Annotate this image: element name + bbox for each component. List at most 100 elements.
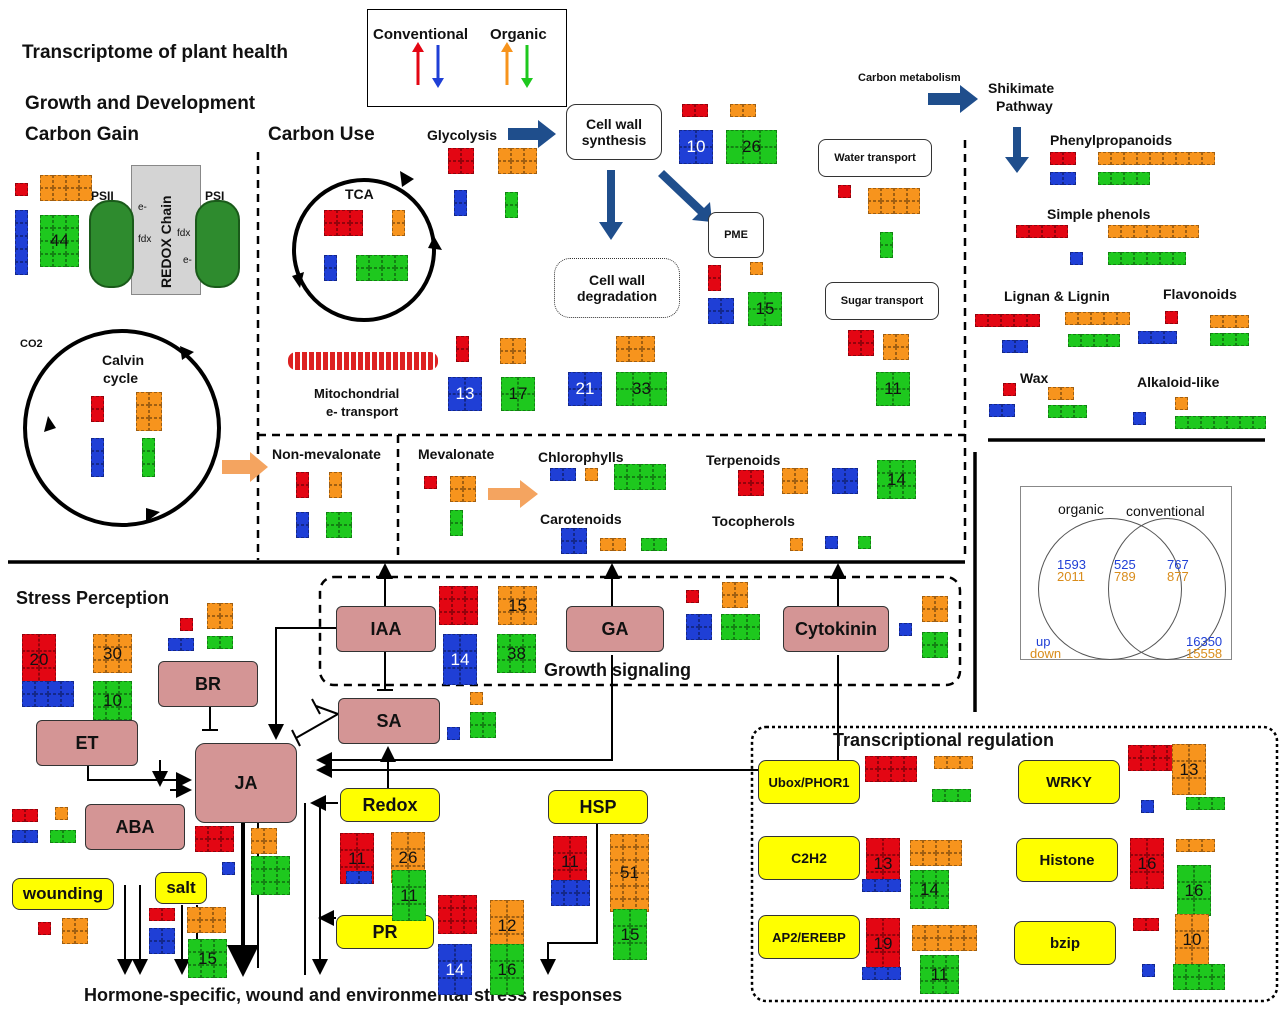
- gene-block-green: [922, 632, 948, 658]
- psii-label: PSII: [91, 189, 114, 203]
- gene-block-green: [1186, 797, 1225, 810]
- gene-block-red: [1130, 838, 1164, 889]
- gene-block-blue: [832, 468, 858, 494]
- cell-wall-degradation-label: Cell wall degradation: [576, 272, 658, 304]
- gene-block-green: [450, 510, 463, 536]
- iaa-label: IAA: [370, 618, 402, 639]
- gene-block-orange: [470, 692, 483, 705]
- ap2-label: AP2/EREBP: [772, 929, 846, 945]
- gene-block-red: [15, 183, 28, 196]
- psi-complex: [195, 200, 240, 288]
- gene-block-orange: [450, 476, 476, 502]
- gene-block-green: [858, 536, 871, 549]
- gene-block-orange: [616, 336, 655, 362]
- gene-block-orange: [93, 634, 132, 673]
- venn-right-down: 877: [1167, 569, 1189, 584]
- section-responses: Hormone-specific, wound and environmenta…: [84, 985, 623, 1005]
- pr-box: PR: [336, 915, 434, 949]
- gene-block-red: [324, 210, 363, 236]
- gene-block-orange: [187, 907, 226, 933]
- gene-block-green: [142, 438, 155, 477]
- gene-block-green: [188, 939, 227, 978]
- mito-label-1: Mitochondrial: [314, 386, 400, 401]
- gene-block-orange: [55, 807, 68, 820]
- gene-block-blue: [12, 830, 38, 843]
- redox-box: Redox: [340, 788, 440, 822]
- venn-total-up: 16350: [1186, 634, 1223, 649]
- gene-block-green: [726, 130, 777, 164]
- gene-block-orange: [62, 918, 88, 944]
- gene-block-blue: [686, 614, 712, 640]
- water-transport-label: Water transport: [834, 152, 916, 164]
- gene-block-blue: [168, 638, 194, 651]
- psii-complex: [89, 200, 134, 288]
- histone-label: Histone: [1039, 851, 1095, 869]
- gene-block-orange: [329, 472, 342, 498]
- gene-block-blue: [550, 468, 576, 481]
- gene-block-green: [932, 789, 971, 802]
- gene-block-green: [920, 955, 959, 994]
- gene-block-blue: [1133, 412, 1146, 425]
- mevalonate-label: Mevalonate: [418, 446, 495, 462]
- gene-block-blue: [324, 255, 337, 281]
- section-transcriptional: Transcriptional regulation: [833, 730, 1055, 750]
- gene-block-green: [876, 372, 910, 406]
- gene-block-green: [1175, 416, 1266, 429]
- venn-down-legend: down: [1030, 646, 1062, 661]
- gene-block-orange: [610, 834, 649, 912]
- gene-block-orange: [498, 148, 537, 174]
- gene-block-green: [251, 856, 290, 895]
- gene-block-orange: [1210, 315, 1249, 328]
- electron-label-2: e-: [183, 255, 192, 266]
- gene-block-blue: [561, 528, 587, 554]
- gene-block-orange: [722, 582, 748, 608]
- water-transport-box: Water transport: [818, 139, 932, 177]
- gene-block-green: [93, 681, 132, 720]
- gene-block-green: [1048, 405, 1087, 418]
- gene-block-red: [38, 922, 51, 935]
- flavonoids-label: Flavonoids: [1163, 286, 1237, 302]
- gene-block-orange: [1065, 312, 1130, 325]
- wrky-box: WRKY: [1018, 760, 1120, 804]
- gene-block-green: [470, 712, 496, 738]
- ap2-box: AP2/EREBP: [758, 915, 860, 959]
- pme-label: PME: [724, 229, 748, 241]
- aba-box: ABA: [85, 804, 185, 850]
- gene-block-green: [1177, 865, 1211, 916]
- gene-block-orange: [136, 392, 162, 431]
- gene-block-red: [12, 809, 38, 822]
- gene-block-red: [456, 336, 469, 362]
- terpenoids-label: Terpenoids: [706, 452, 781, 468]
- gene-block-blue: [899, 623, 912, 636]
- section-growth-signaling: Growth signaling: [544, 660, 691, 680]
- gene-block-orange: [790, 538, 803, 551]
- bzip-box: bzip: [1014, 921, 1116, 965]
- gene-block-green: [501, 377, 535, 411]
- gene-block-orange: [750, 262, 763, 275]
- gene-block-red: [975, 314, 1040, 327]
- ja-label: JA: [234, 772, 258, 793]
- ubox-box: Ubox/PHOR1: [758, 760, 860, 804]
- sa-box: SA: [338, 698, 440, 744]
- cell-wall-synthesis-label: Cell wall synthesis: [581, 116, 647, 148]
- gene-block-blue: [296, 512, 309, 538]
- tocopherols-label: Tocopherols: [712, 513, 795, 529]
- gene-block-red: [866, 918, 900, 969]
- bzip-label: bzip: [1050, 934, 1080, 952]
- gene-block-blue: [346, 871, 372, 884]
- venn-right-up: 767: [1167, 557, 1189, 572]
- gene-block-red: [424, 476, 437, 489]
- gene-block-orange: [498, 586, 537, 625]
- gene-block-red: [149, 908, 175, 921]
- lignan-label: Lignan & Lignin: [1004, 288, 1110, 304]
- br-box: BR: [158, 661, 258, 707]
- sa-label: SA: [376, 710, 402, 731]
- redox-label: Redox: [362, 794, 418, 815]
- gene-block-orange: [922, 596, 948, 622]
- gene-block-red: [448, 148, 474, 174]
- gene-block-red: [439, 586, 478, 625]
- gene-block-orange: [910, 840, 962, 866]
- gene-block-green: [641, 538, 667, 551]
- gene-block-blue: [1070, 252, 1083, 265]
- venn-frame: [1020, 486, 1232, 660]
